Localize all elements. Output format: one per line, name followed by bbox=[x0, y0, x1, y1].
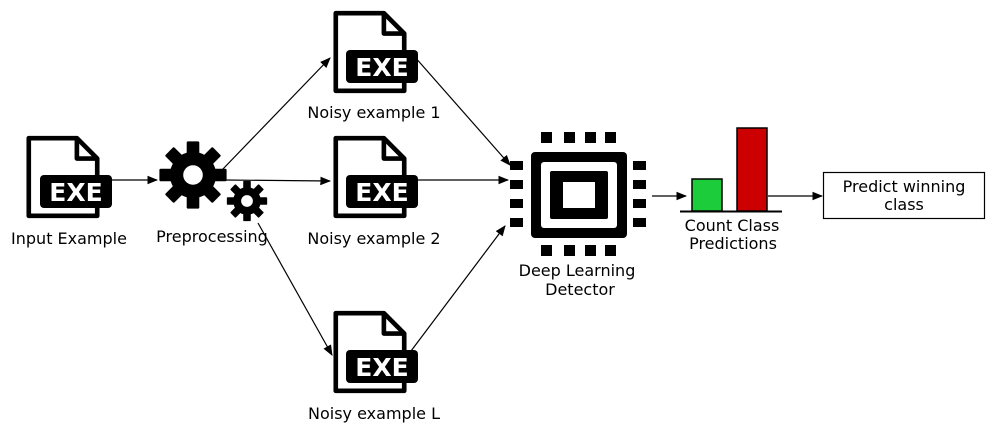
preprocessing-node: Preprocessing bbox=[156, 141, 268, 246]
green-bar bbox=[691, 178, 723, 212]
large-gear-icon bbox=[159, 141, 227, 209]
exe-badge-label: EXE bbox=[49, 178, 102, 207]
count-node: Count Class Predictions bbox=[680, 127, 782, 253]
exe-badge bbox=[346, 175, 418, 208]
small-gear-icon bbox=[226, 180, 268, 222]
exe-badge bbox=[40, 175, 112, 208]
noisy-example-1-node: EXE Noisy example 1 bbox=[307, 13, 441, 122]
noisy-example-2-label: Noisy example 2 bbox=[307, 229, 440, 248]
input-example-node: EXE Input Example bbox=[11, 138, 127, 248]
exe-badge bbox=[346, 350, 418, 383]
chip-icon bbox=[510, 132, 646, 256]
exe-badge-label: EXE bbox=[355, 53, 408, 82]
arrow-preprocessing-to-noisy-l bbox=[257, 222, 333, 356]
predict-label-line-1: Predict winning bbox=[843, 177, 966, 196]
red-bar bbox=[736, 127, 768, 212]
detector-label-line-1: Deep Learning bbox=[519, 261, 636, 280]
arrow-noisy-1-to-detector bbox=[413, 55, 511, 166]
detector-label-line-2: Detector bbox=[545, 280, 615, 299]
noisy-example-1-label: Noisy example 1 bbox=[307, 103, 440, 122]
arrow-preprocessing-to-noisy-2 bbox=[223, 176, 332, 186]
noisy-example-l-label: Noisy example L bbox=[308, 404, 440, 423]
count-label-line-1: Count Class bbox=[685, 216, 780, 235]
predict-node: Predict winning class bbox=[822, 171, 986, 220]
detector-node: Deep Learning Detector bbox=[510, 132, 646, 299]
predict-label-line-2: class bbox=[884, 195, 924, 214]
connectors bbox=[112, 55, 824, 356]
exe-badge-label: EXE bbox=[355, 178, 408, 207]
input-example-label: Input Example bbox=[11, 229, 127, 248]
bar-chart-icon bbox=[680, 127, 782, 213]
noisy-example-l-node: EXE Noisy example L bbox=[308, 313, 440, 423]
arrow-preprocessing-to-noisy-1 bbox=[221, 57, 331, 171]
exe-badge-label: EXE bbox=[355, 353, 408, 382]
noisy-example-2-node: EXE Noisy example 2 bbox=[307, 138, 441, 248]
arrow-noisy-l-to-detector bbox=[407, 225, 506, 356]
predict-box bbox=[822, 171, 986, 220]
count-label-line-2: Predictions bbox=[689, 234, 777, 253]
exe-badge bbox=[346, 50, 418, 83]
preprocessing-label: Preprocessing bbox=[156, 227, 268, 246]
